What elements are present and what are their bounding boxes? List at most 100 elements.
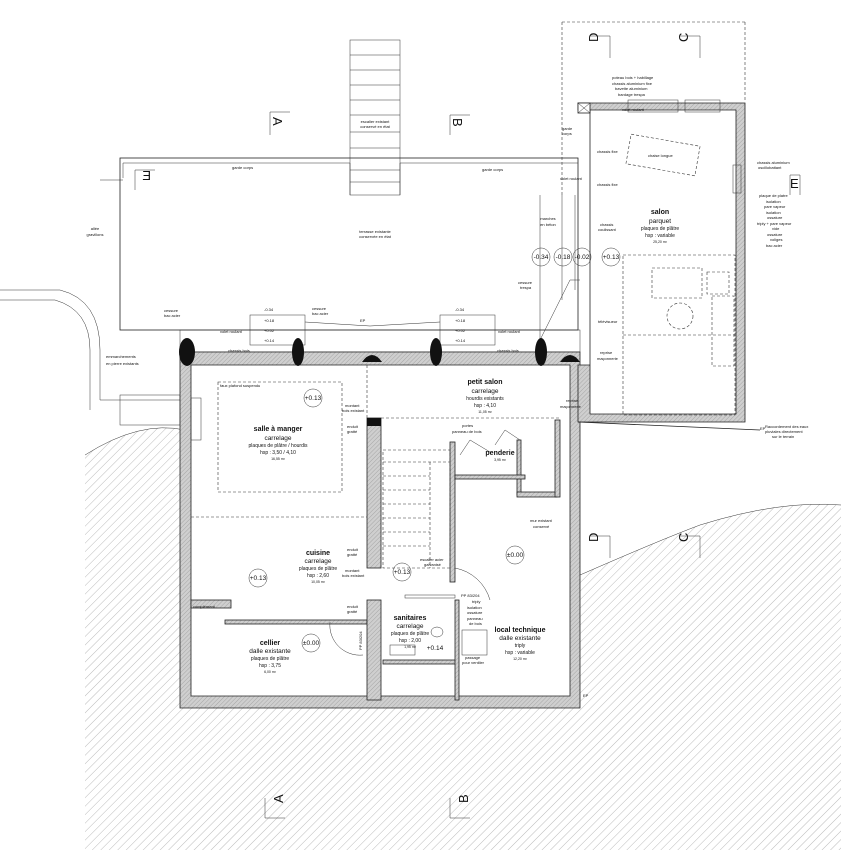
layer-label: bac acier — [766, 243, 783, 248]
label-escalier-acier-2: galvanisé — [424, 562, 442, 567]
ground-right — [580, 504, 841, 850]
section-marker-b-top: B — [449, 114, 470, 135]
label-pp-cellier: PP 83/204 — [358, 631, 363, 650]
room-name: salle à manger — [254, 426, 303, 433]
room-name: sanitaires — [394, 615, 427, 622]
label-portes-2: panneau de bois — [452, 429, 482, 434]
label-enduit-2: enduit — [347, 547, 359, 552]
label-terrasse-2: conservée en état — [359, 234, 392, 239]
level-value: -0.02 — [575, 254, 590, 261]
layer-label: triply + pare vapeur — [757, 221, 792, 226]
label-raccordement-2: pluviales directement — [765, 429, 803, 434]
layer-label: ossature — [767, 232, 783, 237]
layer-label: vide — [772, 226, 780, 231]
label-enduit-3: enduit — [347, 604, 359, 609]
level-marker: -0.02 — [572, 247, 592, 267]
label-poteau: poteau bois + habillage — [612, 75, 654, 80]
level-marker: +0.13 — [392, 562, 412, 582]
terrace-level-7: +0.02 — [455, 328, 466, 333]
level-value: +0.13 — [603, 254, 620, 261]
section-letter: C — [676, 533, 691, 542]
room-floor: carrelage — [471, 388, 498, 395]
label-volet-left: volet roulant — [220, 329, 243, 334]
section-marker-a-bottom: A — [264, 794, 286, 819]
terrace-level-8: +0.14 — [455, 338, 466, 343]
room-hsp: hsp : 3,50 / 4,10 — [260, 450, 296, 456]
layer-label: ossature — [767, 215, 783, 220]
label-marches: marches — [540, 216, 555, 221]
label-escalier-acier: escalier acier — [420, 557, 444, 562]
label-emmarchements: emmarchements — [106, 354, 136, 359]
section-letter: E — [790, 176, 799, 191]
label-allee: allée — [91, 226, 100, 231]
room-floor: carrelage — [264, 435, 291, 442]
terrace-level-2: +0.18 — [264, 318, 275, 323]
main-walls — [179, 351, 581, 709]
label-montant-2: montant — [345, 568, 360, 573]
local-layer-labels: triply isolation ossature panneau de boi… — [467, 599, 483, 626]
room-ceiling: plaques de plâtre — [391, 631, 430, 637]
label-enduit-1: enduit — [347, 424, 359, 429]
label-montant-1b: bois existant — [342, 408, 365, 413]
room-name: penderie — [485, 450, 514, 457]
room-ceiling: plaques de plâtre — [299, 566, 338, 572]
path-outline — [0, 289, 185, 401]
level-value: +0.13 — [305, 395, 322, 402]
room-floor: carrelage — [304, 558, 331, 565]
label-chassis-bois-right: chassis bois — [497, 348, 519, 353]
label-pp: PP 83/204 — [461, 593, 480, 598]
label-televiseur: télévisueur — [598, 319, 618, 324]
label-raccordement: Raccordement des eaux — [765, 424, 808, 429]
label-ep-small: EP — [583, 693, 589, 698]
room-sanitaires: sanitaires carrelage plaques de plâtre h… — [391, 615, 430, 649]
terrace — [119, 157, 579, 331]
label-enduit-3b: gratté — [347, 609, 358, 614]
room-cuisine: cuisine carrelage plaques de plâtre hsp … — [299, 550, 338, 584]
section-marker-e-left: E — [134, 168, 155, 190]
level-value: +0.13 — [394, 569, 411, 576]
layer-label: ossature — [467, 610, 483, 615]
room-hsp: hsp : variable — [505, 650, 535, 656]
section-letter: B — [456, 794, 471, 803]
level-sanitaires: +0.14 — [427, 645, 444, 652]
room-floor: carrelage — [396, 623, 423, 630]
level-marker: ±0.00 — [505, 545, 525, 565]
level-value: -0.34 — [534, 254, 549, 261]
room-ceiling: triply — [515, 643, 526, 649]
label-escalier-existant: escalier existant — [361, 119, 391, 124]
section-marker-c-top: C — [676, 33, 701, 58]
section-marker-c-bottom: C — [676, 533, 701, 558]
label-bavette: bavette aluminium — [615, 86, 648, 91]
label-reprise-entry: reprise — [566, 398, 579, 403]
wall-kitchen-dining — [366, 417, 382, 569]
room-name: cellier — [260, 640, 281, 647]
label-volet-right: volet roulant — [498, 329, 521, 334]
room-area: 12,20 m² — [513, 657, 528, 661]
section-marker-d-bottom: D — [586, 533, 611, 558]
room-area: 11,05 m² — [478, 410, 492, 414]
label-reprise-entry-2: maçonnerie — [560, 404, 582, 409]
room-cellier: cellier dalle existante plaques de plâtr… — [249, 640, 291, 674]
layer-label: panneau — [467, 616, 483, 621]
label-montant-1: montant — [345, 403, 360, 408]
room-local-technique: local technique dalle existante triply h… — [495, 627, 546, 661]
label-cessure-trespa: cessure — [518, 280, 533, 285]
label-reprise-salon: reprise — [600, 350, 613, 355]
layer-label: plaque de platre — [759, 193, 788, 198]
label-cessure-mid: cessure — [312, 306, 327, 311]
label-chassis-fixe-1: chassis fixe — [597, 149, 618, 154]
label-chassis-alu-fixe: chassis aluminium fixe — [612, 81, 653, 86]
section-marker-b-bottom: B — [449, 794, 471, 819]
section-letter: D — [586, 533, 601, 542]
label-ep: EP — [360, 318, 366, 323]
level-value: ±0.00 — [507, 552, 524, 559]
label-emmarchements-2: en pierre existants — [106, 361, 139, 366]
level-marker: +0.13 — [248, 568, 268, 588]
level-value: ±0.00 — [303, 640, 320, 647]
room-ceiling: plaques de plâtre — [641, 226, 680, 232]
room-ceiling: hourdis existants — [466, 396, 504, 402]
room-name: salon — [651, 209, 669, 216]
layer-label: isolation — [766, 210, 781, 215]
label-ep-salon: EP — [760, 426, 766, 431]
label-chaise-longue: chaise longue — [648, 153, 673, 158]
